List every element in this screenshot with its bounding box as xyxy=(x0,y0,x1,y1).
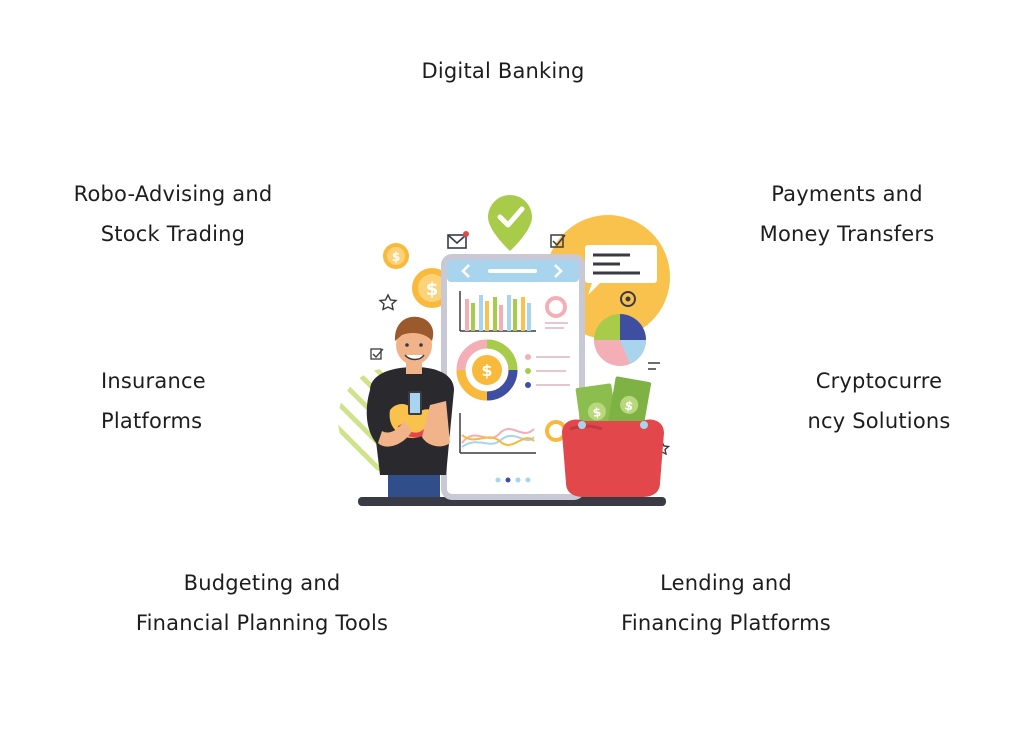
svg-text:$: $ xyxy=(392,250,400,264)
item-insurance: Insurance Platforms xyxy=(101,361,206,441)
wallet-with-cash-icon: $ $ xyxy=(562,376,664,497)
phone-line-chart xyxy=(459,413,536,454)
item-robo-advising: Robo-Advising and Stock Trading xyxy=(52,174,294,254)
item-line: Budgeting and xyxy=(183,571,341,595)
checkbox-icon xyxy=(550,234,566,248)
item-line: Lending and xyxy=(660,571,792,595)
phone-legend xyxy=(525,354,570,388)
star-icon xyxy=(378,293,398,311)
svg-text:$: $ xyxy=(426,279,439,300)
checkbox-icon xyxy=(370,348,384,360)
item-line: Financing Platforms xyxy=(621,611,831,635)
ground-bar xyxy=(358,497,666,506)
center-label-text: Digital Banking xyxy=(421,59,585,83)
item-line: Financial Planning Tools xyxy=(135,611,389,635)
item-line: Robo-Advising and xyxy=(73,182,273,206)
phone-donut-chart: $ xyxy=(456,339,518,401)
gear-icon xyxy=(620,291,636,307)
item-payments: Payments and Money Transfers xyxy=(744,174,950,254)
phone-bar-chart xyxy=(459,291,536,332)
item-lending: Lending and Financing Platforms xyxy=(602,563,850,643)
svg-text:$: $ xyxy=(592,405,602,420)
svg-text:$: $ xyxy=(624,398,635,413)
item-budgeting: Budgeting and Financial Planning Tools xyxy=(112,563,412,643)
center-label-digital-banking: Digital Banking xyxy=(0,51,1006,91)
envelope-icon xyxy=(447,231,469,249)
item-line: Cryptocurre xyxy=(815,369,943,393)
item-crypto: Cryptocurre ncy Solutions xyxy=(803,361,955,441)
item-line: Payments and xyxy=(771,182,923,206)
item-line: Stock Trading xyxy=(100,222,246,246)
chat-bubble-icon xyxy=(585,245,657,295)
pie-chart-icon xyxy=(594,314,646,366)
svg-text:$: $ xyxy=(481,361,492,380)
phone-device: $ xyxy=(441,254,585,500)
item-line: Platforms xyxy=(101,409,203,433)
item-line: ncy Solutions xyxy=(807,409,951,433)
coin-small-icon: $ xyxy=(383,243,409,269)
phone-ring-chart xyxy=(545,296,567,318)
check-pin-icon xyxy=(488,195,532,251)
person-figure xyxy=(366,316,454,497)
item-line: Money Transfers xyxy=(759,222,935,246)
item-line: Insurance xyxy=(101,369,206,393)
fintech-illustration: $ $ xyxy=(338,195,671,506)
